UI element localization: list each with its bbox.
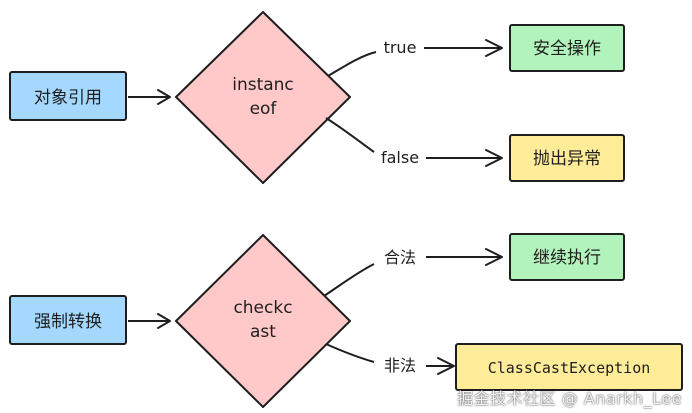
branch-label-false: false <box>381 148 419 167</box>
arrowhead-branch-true <box>485 39 503 57</box>
result-label-safe-operation: 安全操作 <box>533 39 601 59</box>
watermark: 掘金技术社区 @ Anarkh_Lee <box>457 389 682 408</box>
result-box-class-cast-exception <box>455 343 683 391</box>
result-box-safe-operation <box>509 24 625 72</box>
result-label-class-cast-exception: ClassCastException <box>488 359 651 377</box>
arrowhead-input-to-decision-2 <box>157 313 171 329</box>
arrowhead-branch-legal <box>485 248 503 266</box>
decision-diamond-instanceof <box>175 11 351 184</box>
arrow-branch-false <box>325 117 500 160</box>
arrowhead-input-to-decision-1 <box>157 89 171 105</box>
input-label-object-reference: 对象引用 <box>34 88 102 108</box>
decision-label-instanceof-line2: eof <box>250 99 278 119</box>
decision-diamond-checkcast <box>175 234 351 408</box>
arrowhead-branch-false <box>485 149 503 167</box>
input-box-cast <box>9 295 127 345</box>
decision-label-checkcast-line1: checkc <box>233 298 292 318</box>
result-box-continue <box>509 233 625 281</box>
branch-label-true: true <box>384 38 417 57</box>
arrow-branch-illegal <box>325 343 452 367</box>
input-box-object-reference <box>9 71 127 121</box>
arrowhead-branch-illegal <box>437 357 455 375</box>
result-box-throw-exception <box>509 134 625 182</box>
input-label-cast: 强制转换 <box>34 312 102 332</box>
decision-label-checkcast-line2: ast <box>250 322 276 342</box>
result-label-throw-exception: 抛出异常 <box>533 149 601 169</box>
arrow-branch-true <box>327 46 500 77</box>
arrow-branch-legal <box>323 256 500 297</box>
branch-label-legal: 合法 <box>384 248 416 267</box>
result-label-continue: 继续执行 <box>533 248 601 268</box>
branch-label-illegal: 非法 <box>384 356 416 375</box>
decision-label-instanceof-line1: instanc <box>232 75 294 95</box>
